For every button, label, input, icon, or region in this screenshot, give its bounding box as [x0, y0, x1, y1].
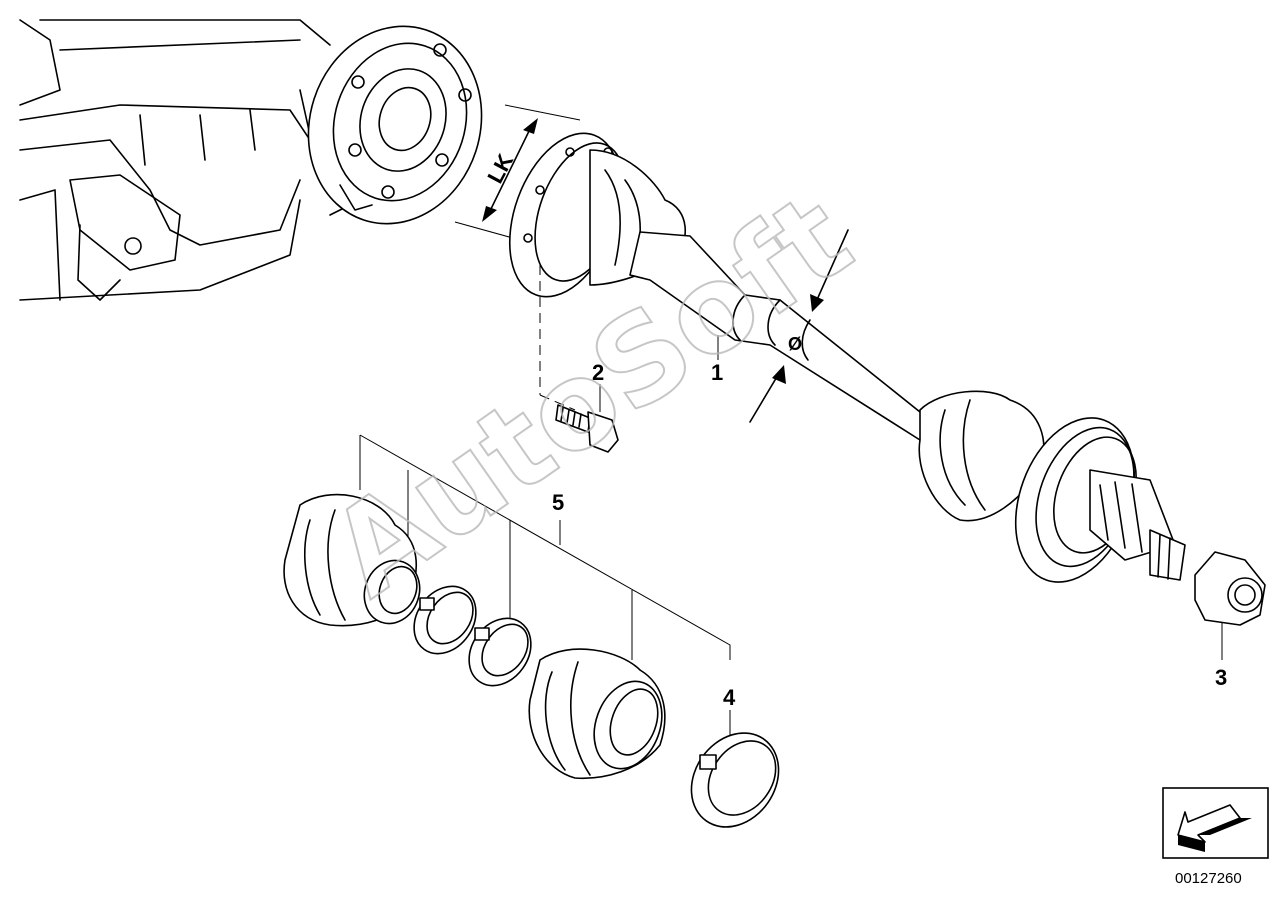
pitch-circle-label: LK: [482, 150, 518, 188]
callout-part-3: 3: [1215, 665, 1227, 690]
document-number: 00127260: [1175, 870, 1242, 887]
differential-housing: [19, 19, 483, 301]
callout-part-2: 2: [592, 360, 604, 385]
direction-arrow-icon: [1162, 787, 1269, 859]
hex-nut: [1194, 551, 1266, 660]
callout-part-4: 4: [723, 685, 736, 710]
callout-part-1: 1: [711, 360, 723, 385]
drive-shaft: Ø: [508, 132, 1186, 583]
boot-repair-kit: [283, 434, 780, 828]
diameter-label: Ø: [788, 334, 802, 354]
callout-part-5: 5: [552, 490, 564, 515]
bolt: [539, 265, 619, 453]
